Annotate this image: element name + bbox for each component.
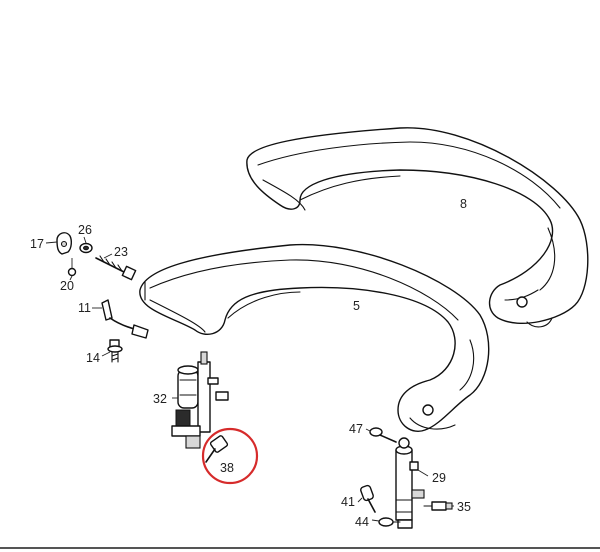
label-38: 38 <box>220 461 234 475</box>
roll-bar-rear <box>246 127 589 328</box>
roll-bar-front <box>139 243 490 432</box>
label-41: 41 <box>341 495 355 509</box>
label-14: 14 <box>86 351 100 365</box>
label-26: 26 <box>78 223 92 237</box>
part-11-clip <box>101 299 149 339</box>
part-38-bolt <box>205 435 229 463</box>
label-44: 44 <box>355 515 369 529</box>
bottom-divider <box>0 547 600 549</box>
label-17: 17 <box>30 237 44 251</box>
part-20-screw <box>67 258 77 277</box>
part-32-cylinder-assembly <box>171 351 229 449</box>
label-35: 35 <box>457 500 471 514</box>
label-20: 20 <box>60 279 74 293</box>
part-47-bolt <box>369 427 397 443</box>
label-8: 8 <box>460 197 467 211</box>
part-44-fitting <box>378 517 401 527</box>
part-26-washer <box>79 242 93 254</box>
part-23-bolt <box>95 255 137 281</box>
label-32: 32 <box>153 392 167 406</box>
part-14-bolt <box>107 339 123 363</box>
part-41-bolt <box>360 484 376 513</box>
highlight-circle <box>201 427 259 485</box>
part-17-bracket <box>56 232 73 255</box>
part-29-cylinder <box>395 437 425 529</box>
label-11: 11 <box>78 301 91 315</box>
leader-lines <box>45 236 454 522</box>
label-23: 23 <box>114 245 128 259</box>
label-29: 29 <box>432 471 446 485</box>
label-47: 47 <box>349 422 363 436</box>
part-35-fitting <box>423 501 453 511</box>
label-5: 5 <box>353 299 360 313</box>
